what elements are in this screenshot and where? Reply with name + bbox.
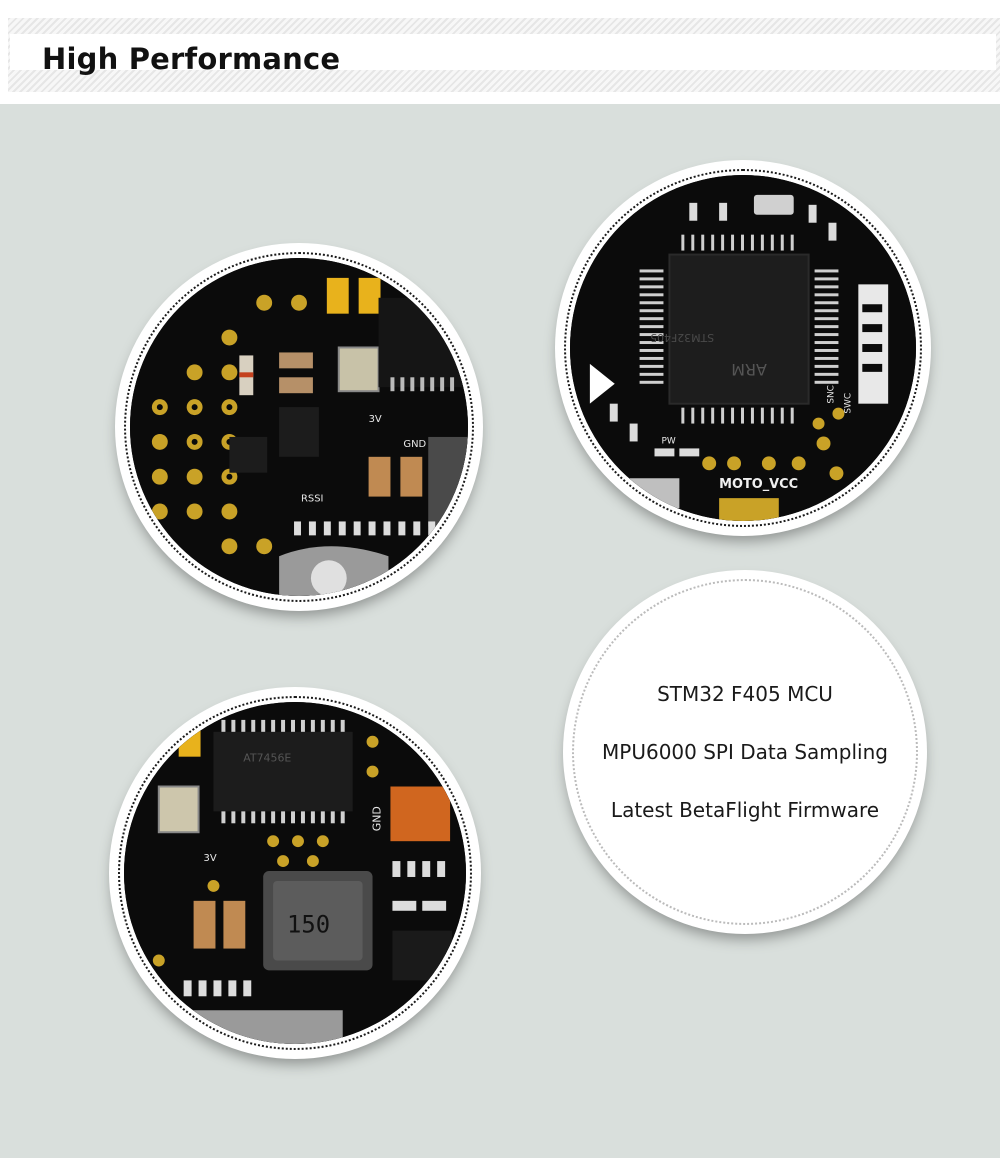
feature-item: STM32 F405 MCU [657,682,833,706]
dotted-ring: STM32 F405 MCU MPU6000 SPI Data Sampling… [572,579,918,925]
chip-part-label: STM32F405 [650,331,714,344]
pcb-image: RSSI 3V GND [130,258,468,596]
feature-list: STM32 F405 MCU MPU6000 SPI Data Sampling… [574,581,916,923]
dotted-ring: ARM STM32F405 MOTO_VCC P [564,169,922,527]
silk-rssi: RSSI [301,494,323,505]
header-band: High Performance [0,0,1000,104]
page-title: High Performance [42,42,341,76]
pcb-closeup-bottom-left: AT7456E 150 [112,690,478,1056]
feature-item: MPU6000 SPI Data Sampling [602,740,888,764]
pcb-image: AT7456E 150 [124,702,466,1044]
silk-gnd: GND [371,806,384,831]
silk-swc: SWC [843,393,853,414]
pcb-illustration: ARM STM32F405 MOTO_VCC P [570,175,916,521]
dotted-ring: AT7456E 150 [118,696,472,1050]
silk-moto-vcc: MOTO_VCC [719,477,798,492]
silk-gnd: GND [403,439,426,450]
feature-item: Latest BetaFlight Firmware [610,798,880,822]
silk-3v: 3V [369,414,382,425]
pcb-closeup-top-left: RSSI 3V GND [118,246,480,608]
pcb-closeup-top-right: ARM STM32F405 MOTO_VCC P [558,163,928,533]
inductor-label: 150 [287,911,330,939]
pcb-illustration: RSSI 3V GND [130,258,468,596]
pcb-illustration: AT7456E 150 [124,702,466,1044]
pcb-image: ARM STM32F405 MOTO_VCC P [570,175,916,521]
header-inner [10,34,996,70]
silk-snc: SNC [826,385,836,404]
dotted-ring: RSSI 3V GND [124,252,474,602]
chip-arm-label: ARM [731,360,767,379]
silk-pw: PW [661,436,675,446]
feature-circle: STM32 F405 MCU MPU6000 SPI Data Sampling… [566,573,924,931]
silk-3v: 3V [204,853,217,864]
chip-osd-label: AT7456E [243,752,291,765]
